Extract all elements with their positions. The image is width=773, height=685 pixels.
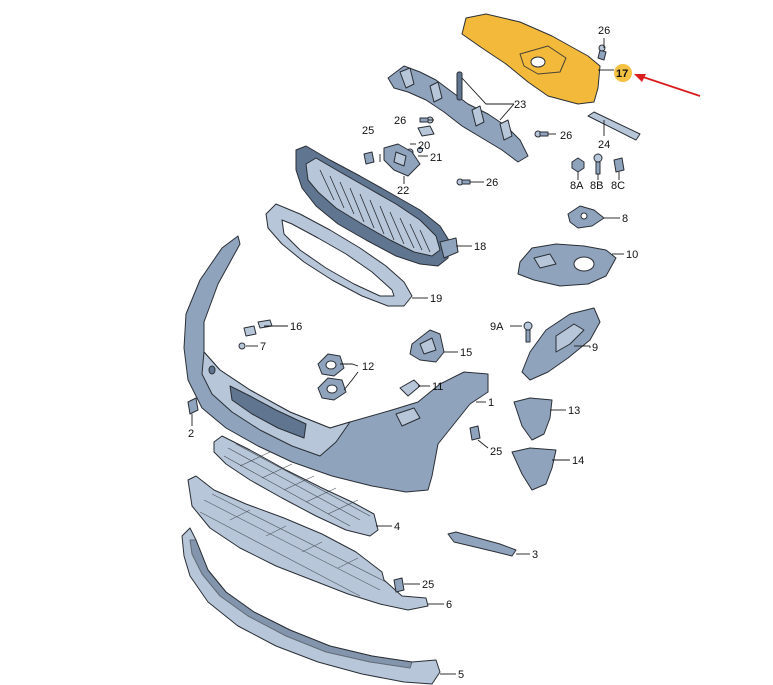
label-3: 3: [532, 549, 538, 561]
part-23-brackets[interactable]: [387, 65, 529, 163]
label-26: 26: [486, 177, 498, 189]
label-8a: 8A: [570, 180, 584, 192]
label-14: 14: [572, 455, 584, 467]
label-15: 15: [460, 347, 472, 359]
part-17-badge: [614, 64, 632, 82]
part-1-bumper-cover[interactable]: [183, 235, 489, 493]
part-2-bracket[interactable]: [187, 397, 199, 415]
part-8-bracket[interactable]: [567, 205, 605, 229]
label-25: 25: [362, 125, 374, 137]
part-18-grille[interactable]: [295, 145, 459, 267]
label-19: 19: [430, 293, 442, 305]
part-25-clip-top[interactable]: [363, 151, 375, 165]
label-2: 2: [188, 428, 194, 440]
part-6-underbody-panel[interactable]: [187, 475, 429, 611]
part-12-washer-cover[interactable]: [317, 353, 347, 401]
label-12: 12: [362, 361, 374, 373]
part-8c-clip[interactable]: [613, 157, 625, 173]
label-7: 7: [260, 341, 266, 353]
part-26-screw-b[interactable]: [534, 130, 549, 138]
part-7-clip[interactable]: [238, 342, 246, 350]
label-10: 10: [626, 249, 638, 261]
part-22-bracket[interactable]: [383, 143, 421, 177]
label-22: 22: [397, 185, 409, 197]
label-9: 9: [592, 342, 598, 354]
part-20-clip[interactable]: [417, 125, 435, 137]
part-25-clip-middle[interactable]: [469, 425, 481, 441]
part-8a-nut[interactable]: [571, 157, 585, 173]
label-26: 26: [598, 25, 610, 37]
part-9-side-bracket[interactable]: [521, 307, 601, 381]
part-14-bracket[interactable]: [511, 447, 557, 491]
label-9a: 9A: [490, 321, 504, 333]
label-8: 8: [622, 213, 628, 225]
label-8c: 8C: [611, 180, 625, 192]
label-16: 16: [290, 321, 302, 333]
label-17: 17: [616, 68, 628, 80]
part-25-clip-bottom[interactable]: [393, 577, 405, 593]
label-8b: 8B: [590, 180, 603, 192]
part-15-bracket[interactable]: [409, 329, 445, 363]
part-26-screw-top[interactable]: [597, 44, 607, 61]
label-26: 26: [394, 115, 406, 127]
part-16-clips[interactable]: [243, 319, 273, 337]
label-21: 21: [430, 152, 442, 164]
label-25: 25: [490, 446, 502, 458]
part-5-spoiler-lip[interactable]: [181, 527, 441, 685]
part-26-screw-c[interactable]: [456, 178, 471, 186]
part-8b-bolt[interactable]: [593, 153, 603, 175]
label-13: 13: [568, 405, 580, 417]
part-24-strip[interactable]: [587, 111, 641, 141]
label-24: 24: [598, 139, 610, 151]
label-5: 5: [458, 669, 464, 681]
label-18: 18: [474, 241, 486, 253]
part-3-strip[interactable]: [447, 531, 517, 557]
part-19-frame[interactable]: [265, 203, 413, 307]
part-labels: 26 17 23 24 25 26 26 20 21 22 26 8A 8B 8…: [188, 25, 638, 681]
label-20: 20: [418, 140, 430, 152]
leader-lines: [191, 38, 624, 675]
part-11-cover[interactable]: [399, 379, 421, 397]
label-25: 25: [422, 579, 434, 591]
label-11: 11: [432, 381, 443, 393]
callout-arrow: [634, 74, 701, 97]
label-4: 4: [394, 521, 400, 533]
label-26: 26: [560, 130, 572, 142]
label-6: 6: [446, 599, 452, 611]
part-17-highlighted-cover[interactable]: [461, 13, 601, 105]
part-4-lower-grille[interactable]: [213, 435, 379, 537]
part-10-bracket[interactable]: [517, 243, 617, 287]
part-13-bracket[interactable]: [513, 397, 553, 441]
label-23: 23: [514, 99, 526, 111]
label-1: 1: [488, 397, 494, 409]
part-9a-bolt[interactable]: [523, 321, 533, 343]
